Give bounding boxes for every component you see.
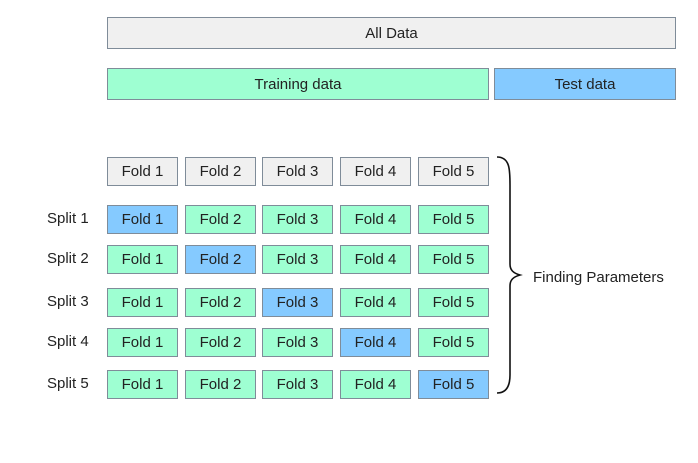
all-data-bar: All Data xyxy=(107,17,676,49)
fold-header-cell: Fold 3 xyxy=(262,157,333,186)
split-label: Split 4 xyxy=(47,333,89,350)
fold-cell-test: Fold 5 xyxy=(418,370,489,399)
fold-header-cell: Fold 5 xyxy=(418,157,489,186)
fold-cell-train: Fold 5 xyxy=(418,205,489,234)
test-data-bar: Test data xyxy=(494,68,676,100)
test-data-label: Test data xyxy=(554,75,616,93)
split-label: Split 1 xyxy=(47,210,89,227)
fold-cell-train: Fold 4 xyxy=(340,288,411,317)
fold-cell-train: Fold 5 xyxy=(418,288,489,317)
fold-cell-train: Fold 5 xyxy=(418,245,489,274)
fold-cell-train: Fold 4 xyxy=(340,370,411,399)
fold-cell-test: Fold 3 xyxy=(262,288,333,317)
fold-cell-train: Fold 3 xyxy=(262,245,333,274)
split-label: Split 2 xyxy=(47,250,89,267)
finding-parameters-label: Finding Parameters xyxy=(533,269,664,286)
curly-brace xyxy=(496,156,523,394)
fold-cell-train: Fold 2 xyxy=(185,370,256,399)
fold-cell-test: Fold 1 xyxy=(107,205,178,234)
fold-cell-train: Fold 2 xyxy=(185,288,256,317)
training-data-label: Training data xyxy=(254,75,342,93)
fold-cell-train: Fold 1 xyxy=(107,288,178,317)
fold-cell-test: Fold 2 xyxy=(185,245,256,274)
fold-cell-train: Fold 1 xyxy=(107,245,178,274)
training-data-bar: Training data xyxy=(107,68,489,100)
fold-cell-train: Fold 3 xyxy=(262,205,333,234)
fold-cell-train: Fold 3 xyxy=(262,370,333,399)
fold-header-cell: Fold 1 xyxy=(107,157,178,186)
fold-cell-test: Fold 4 xyxy=(340,328,411,357)
fold-cell-train: Fold 3 xyxy=(262,328,333,357)
all-data-label: All Data xyxy=(365,24,418,42)
fold-header-cell: Fold 4 xyxy=(340,157,411,186)
fold-cell-train: Fold 2 xyxy=(185,205,256,234)
fold-header-cell: Fold 2 xyxy=(185,157,256,186)
fold-cell-train: Fold 2 xyxy=(185,328,256,357)
split-label: Split 5 xyxy=(47,375,89,392)
fold-cell-train: Fold 1 xyxy=(107,370,178,399)
fold-cell-train: Fold 4 xyxy=(340,205,411,234)
fold-cell-train: Fold 1 xyxy=(107,328,178,357)
split-label: Split 3 xyxy=(47,293,89,310)
fold-cell-train: Fold 4 xyxy=(340,245,411,274)
fold-cell-train: Fold 5 xyxy=(418,328,489,357)
